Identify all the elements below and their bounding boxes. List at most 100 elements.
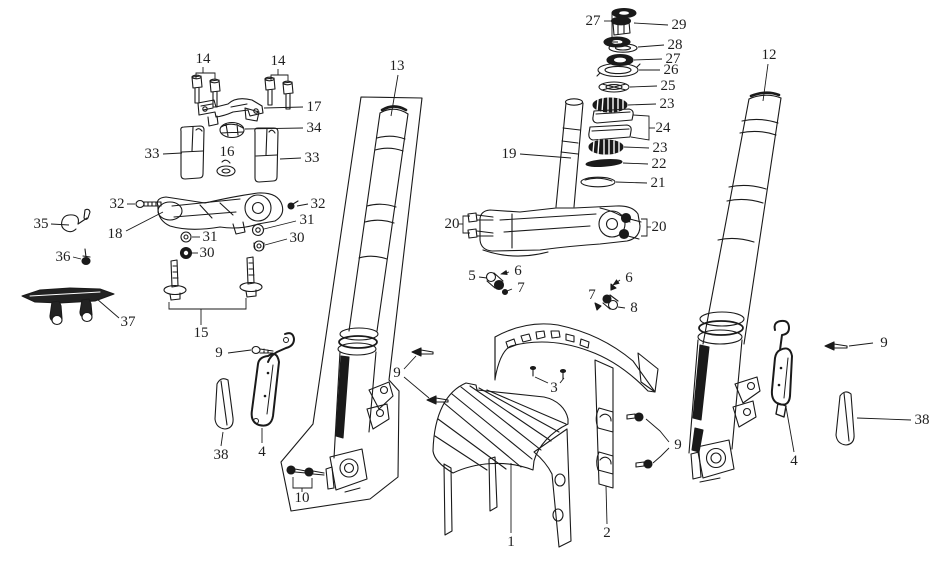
- part-26-dust-cover: [596, 62, 641, 78]
- part-label-9: 9: [215, 345, 223, 361]
- part-31-washer-right: [251, 223, 265, 237]
- part-30-nut-left: [179, 246, 193, 260]
- leader-line-18-24: [125, 211, 164, 232]
- leader-line-23-6: [627, 103, 657, 106]
- leader-line-23-8: [623, 146, 650, 149]
- part-label-23: 23: [653, 140, 668, 156]
- leader-line-25-5: [629, 85, 658, 88]
- part-25-washer: [598, 81, 630, 93]
- leader-line-3-45: [534, 376, 549, 384]
- part-13-left-fork-leg: [280, 96, 423, 512]
- leader-line-22-9: [622, 162, 649, 165]
- leader-line-13-12: [390, 74, 399, 117]
- part-label-17: 17: [307, 99, 323, 115]
- part-label-24: 24: [656, 120, 672, 136]
- part-34-clamp-cap: [219, 121, 245, 139]
- part-28-washer: [608, 43, 638, 53]
- part-14-riser-bolts: [191, 74, 294, 110]
- leader-line-14-13: [195, 72, 216, 79]
- part-label-20: 20: [652, 219, 667, 235]
- part-label-19: 19: [502, 146, 517, 162]
- part-19-steering-stem: [479, 98, 641, 257]
- part-9-screws-fender: [626, 412, 653, 469]
- part-label-33: 33: [305, 150, 320, 166]
- part-label-7: 7: [588, 287, 596, 303]
- leader-line-28-2: [637, 44, 665, 48]
- leader-line-10-44: [292, 477, 313, 489]
- leader-line-17-15: [263, 106, 304, 109]
- part-3-fender-pins: [529, 365, 567, 380]
- part-label-9: 9: [393, 365, 401, 381]
- leader-line-36-29: [72, 256, 82, 260]
- part-label-1: 1: [507, 534, 515, 550]
- leader-line-2-47: [605, 485, 608, 525]
- part-label-22: 22: [652, 156, 667, 172]
- leader-line-27-0: [611, 11, 621, 43]
- part-33-spacer-left: [180, 125, 205, 180]
- leader-line-12-11: [762, 63, 769, 102]
- part-7-screw-right: [594, 302, 602, 311]
- leader-line-7-34: [506, 288, 513, 292]
- leader-line-9-41: [403, 376, 430, 399]
- part-label-14: 14: [271, 53, 287, 69]
- part-33-spacer-right: [254, 127, 279, 183]
- part-23-lower-bearing: [588, 139, 624, 155]
- leader-line-20-31: [641, 218, 648, 237]
- leader-line-32-22: [296, 203, 309, 207]
- part-label-9: 9: [674, 437, 682, 453]
- leader-line-9-48: [645, 418, 670, 443]
- part-21-washer: [580, 176, 616, 188]
- part-label-4: 4: [258, 444, 266, 460]
- part-17-upper-clamp: [197, 98, 264, 127]
- part-2-fender-stay: [494, 323, 659, 489]
- fork-outline-box: [280, 96, 423, 512]
- part-label-5: 5: [468, 268, 476, 284]
- leader-line-29-1: [633, 22, 669, 26]
- part-label-2: 2: [603, 525, 611, 541]
- leader-line-6-33: [500, 269, 510, 276]
- part-18-upper-bracket: [156, 192, 284, 235]
- part-23-upper-bearing: [592, 97, 628, 113]
- part-32-screw-right: [287, 200, 299, 210]
- part-label-18: 18: [108, 226, 123, 242]
- part-29-top-cap: [603, 7, 637, 48]
- part-8-cable-clamp: [602, 294, 619, 311]
- part-label-29: 29: [672, 17, 687, 33]
- leader-line-8-37: [617, 306, 626, 309]
- leader-line-34-16: [244, 127, 304, 130]
- part-10-screws: [286, 465, 325, 477]
- part-label-33: 33: [145, 146, 160, 162]
- leader-line-24-7: [630, 114, 650, 141]
- part-label-27: 27: [586, 13, 602, 29]
- part-35-hook-clip: [61, 208, 91, 233]
- part-32-bolt-left: [135, 199, 162, 209]
- part-1-front-fender: [432, 382, 572, 548]
- part-label-32: 32: [311, 196, 326, 212]
- part-label-14: 14: [196, 51, 212, 67]
- part-label-23: 23: [660, 96, 675, 112]
- leader-line-9-48: [652, 447, 670, 464]
- part-27-adjusting-nut: [606, 53, 634, 67]
- part-16-nut: [216, 159, 236, 177]
- part-label-26: 26: [664, 62, 680, 78]
- part-label-20: 20: [445, 216, 460, 232]
- part-label-30: 30: [200, 245, 215, 261]
- part-label-15: 15: [194, 325, 209, 341]
- leader-line-6-35: [612, 279, 621, 286]
- leader-line-9-49: [848, 342, 874, 347]
- part-label-35: 35: [34, 216, 49, 232]
- part-label-28: 28: [668, 37, 683, 53]
- leader-line-38-42: [220, 431, 224, 447]
- part-38-pad-left: [214, 378, 234, 430]
- part-4-bracket-left: [250, 332, 295, 427]
- leader-line-19-20: [519, 153, 572, 159]
- part-15-flange-bolts: [163, 256, 263, 301]
- part-label-3: 3: [550, 380, 558, 396]
- part-9-bolt-right: [824, 341, 848, 351]
- leader-line-31-25: [263, 220, 297, 230]
- leader-line-37-38: [96, 298, 120, 319]
- part-label-13: 13: [390, 58, 405, 74]
- part-30-nut-right: [253, 240, 265, 252]
- part-label-25: 25: [661, 78, 676, 94]
- leader-line-27-3: [633, 58, 663, 61]
